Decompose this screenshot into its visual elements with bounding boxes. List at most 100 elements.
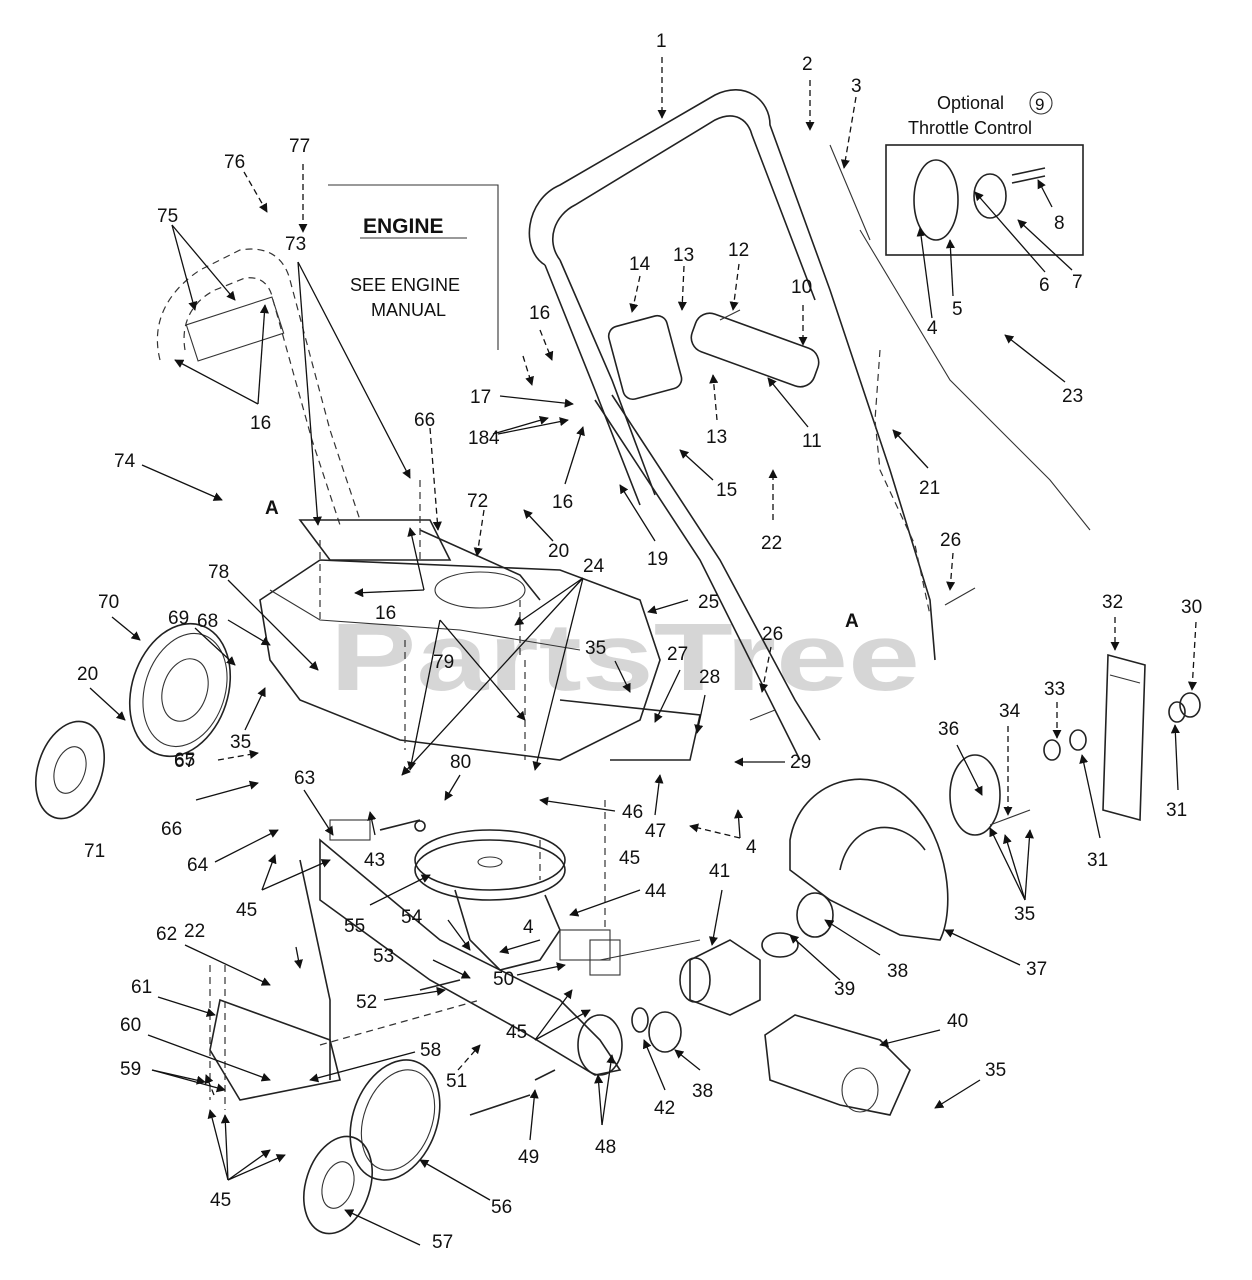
callout: 33: [1044, 679, 1065, 700]
callout: 41: [709, 861, 730, 882]
callout: 13: [706, 427, 727, 448]
callout: 71: [84, 841, 105, 862]
callout: 4: [489, 428, 500, 449]
hardware: [329, 587, 1201, 1116]
callout: 73: [285, 234, 306, 255]
callout: 54: [401, 907, 423, 928]
callout: 49: [518, 1147, 539, 1168]
callout: 64: [187, 855, 209, 876]
callout: 17: [470, 387, 491, 408]
callout: 31: [1087, 850, 1108, 871]
callout: 50: [493, 969, 514, 990]
callout: 21: [919, 478, 940, 499]
callout: 52: [356, 992, 377, 1013]
callout: 23: [1062, 386, 1083, 407]
callout: 12: [728, 240, 749, 261]
assembly-lines: [209, 480, 606, 1110]
callout: 66: [161, 819, 182, 840]
callout: 63: [294, 768, 315, 789]
callout: 42: [654, 1098, 675, 1119]
callout: 47: [645, 821, 666, 842]
callout: 36: [938, 719, 959, 740]
callout: 45: [619, 848, 640, 869]
callout: 80: [450, 752, 471, 773]
section-mark-a-right: A: [845, 611, 859, 632]
callout: 39: [834, 979, 855, 1000]
callout: 6: [1039, 275, 1050, 296]
callout: 16: [250, 413, 271, 434]
engine-note: ENGINE SEE ENGINE MANUAL: [328, 184, 499, 350]
callout: 4: [523, 917, 534, 938]
callout: 68: [197, 611, 218, 632]
callout: 38: [887, 961, 908, 982]
callout: 10: [791, 277, 812, 298]
spindle-housing: [599, 892, 834, 1053]
engine-heading: ENGINE: [363, 215, 444, 238]
callout: 31: [1166, 800, 1187, 821]
callout: 27: [667, 644, 688, 665]
callout: 46: [622, 802, 643, 823]
callout: 20: [77, 664, 98, 685]
callout: 57: [432, 1232, 453, 1253]
callout: 44: [645, 881, 667, 902]
engine-note-line1: SEE ENGINE: [350, 275, 460, 295]
callout: 65: [174, 750, 195, 771]
callout: 15: [716, 480, 737, 501]
callout: 30: [1181, 597, 1202, 618]
callout: 76: [224, 152, 245, 173]
callout: 62: [156, 924, 177, 945]
callout-numbers: 1 2 3 4 5 6 7 8 10 11 12 13 13 14 15 16 …: [77, 31, 1202, 1253]
callout: 35: [985, 1060, 1006, 1081]
callout: 55: [344, 916, 365, 937]
callout: 20: [548, 541, 569, 562]
watermark: PartsTree: [330, 604, 920, 711]
callout: 5: [952, 299, 963, 320]
callout: 26: [940, 530, 961, 551]
callout: 16: [375, 603, 396, 624]
callout: 59: [120, 1059, 141, 1080]
handle-upper: [528, 89, 861, 506]
leader-lines: [89, 57, 1198, 1246]
callout: 7: [1072, 272, 1083, 293]
callout: 32: [1102, 592, 1123, 613]
callout: 67: [174, 751, 195, 772]
callout: 26: [762, 624, 783, 645]
callout: 40: [947, 1011, 968, 1032]
callout: 14: [629, 254, 651, 275]
callout: 78: [208, 562, 229, 583]
callout: 60: [120, 1015, 141, 1036]
throttle-control-inset: Optional 9 Throttle Control: [885, 91, 1084, 256]
belt-cover: [764, 1014, 911, 1116]
callout: 24: [583, 556, 605, 577]
callout: 51: [446, 1071, 467, 1092]
throttle-line2: Throttle Control: [908, 118, 1032, 138]
wheel-56: [349, 1059, 441, 1181]
callout: 1: [656, 31, 667, 52]
callout: 22: [184, 921, 205, 942]
frame-handle-73: [156, 248, 361, 526]
callout: 75: [157, 206, 178, 227]
throttle-line1: Optional: [937, 93, 1004, 113]
callout: 37: [1026, 959, 1047, 980]
engine-note-line2: MANUAL: [371, 300, 446, 320]
blade-guard: [789, 778, 949, 941]
callout: 16: [529, 303, 550, 324]
callout: 45: [506, 1022, 527, 1043]
callout: 25: [698, 592, 719, 613]
callout: 79: [433, 652, 454, 673]
callout: 11: [802, 431, 822, 452]
throttle-cable: [829, 144, 1091, 531]
callout: 22: [761, 533, 782, 554]
callout: 4: [746, 837, 757, 858]
callout: 3: [851, 76, 862, 97]
callout: 28: [699, 667, 720, 688]
callout: 34: [999, 701, 1021, 722]
callout: 2: [802, 54, 813, 75]
callout: 16: [552, 492, 573, 513]
callout: 61: [131, 977, 152, 998]
callout: 18: [468, 428, 489, 449]
callout: 53: [373, 946, 394, 967]
callout: 74: [114, 451, 136, 472]
hubcap-70: [35, 720, 105, 820]
callout: 66: [414, 410, 435, 431]
